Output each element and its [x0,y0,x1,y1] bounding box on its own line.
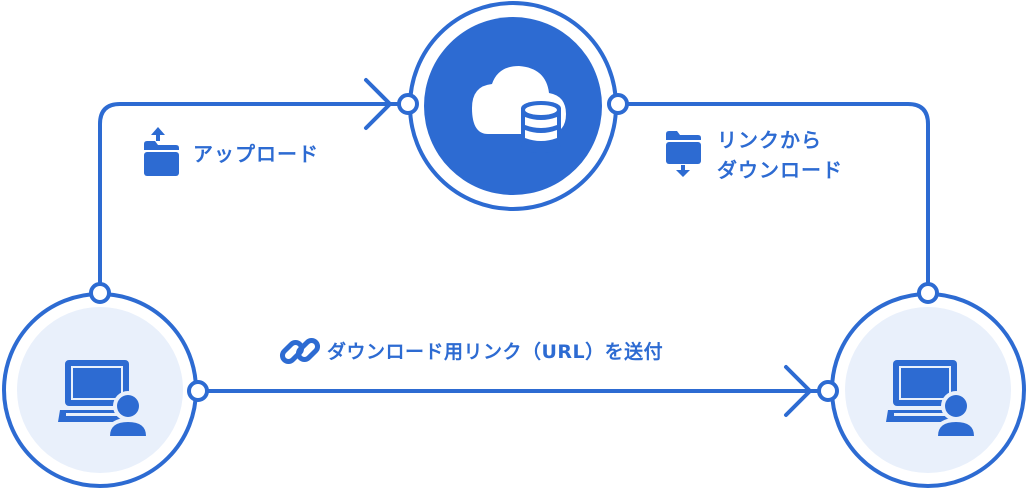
upload-connector [98,102,408,293]
connection-point [817,380,839,402]
cloud-database-icon [472,66,566,153]
connection-point [89,282,111,304]
connection-point [397,93,419,115]
laptop-user-icon [886,360,978,438]
cloud-server-node [408,1,618,211]
folder-upload-icon [144,127,179,176]
connection-point [187,380,209,402]
folder-download-icon [666,131,701,177]
link-icon [279,337,321,365]
connection-point [917,282,939,304]
send-link-label: ダウンロード用リンク（URL）を送付 [327,341,664,363]
receiver-node [830,292,1026,488]
upload-arrowhead [364,78,392,130]
connection-point [607,93,629,115]
download-via-link-label-line1: リンクから [717,128,822,152]
download-connector [618,102,930,293]
sender-node [2,292,198,488]
download-via-link-label-line2: ダウンロード [717,158,843,182]
upload-label: アップロード [193,142,319,166]
laptop-user-icon [58,360,150,438]
send-link-arrowhead [784,365,812,417]
